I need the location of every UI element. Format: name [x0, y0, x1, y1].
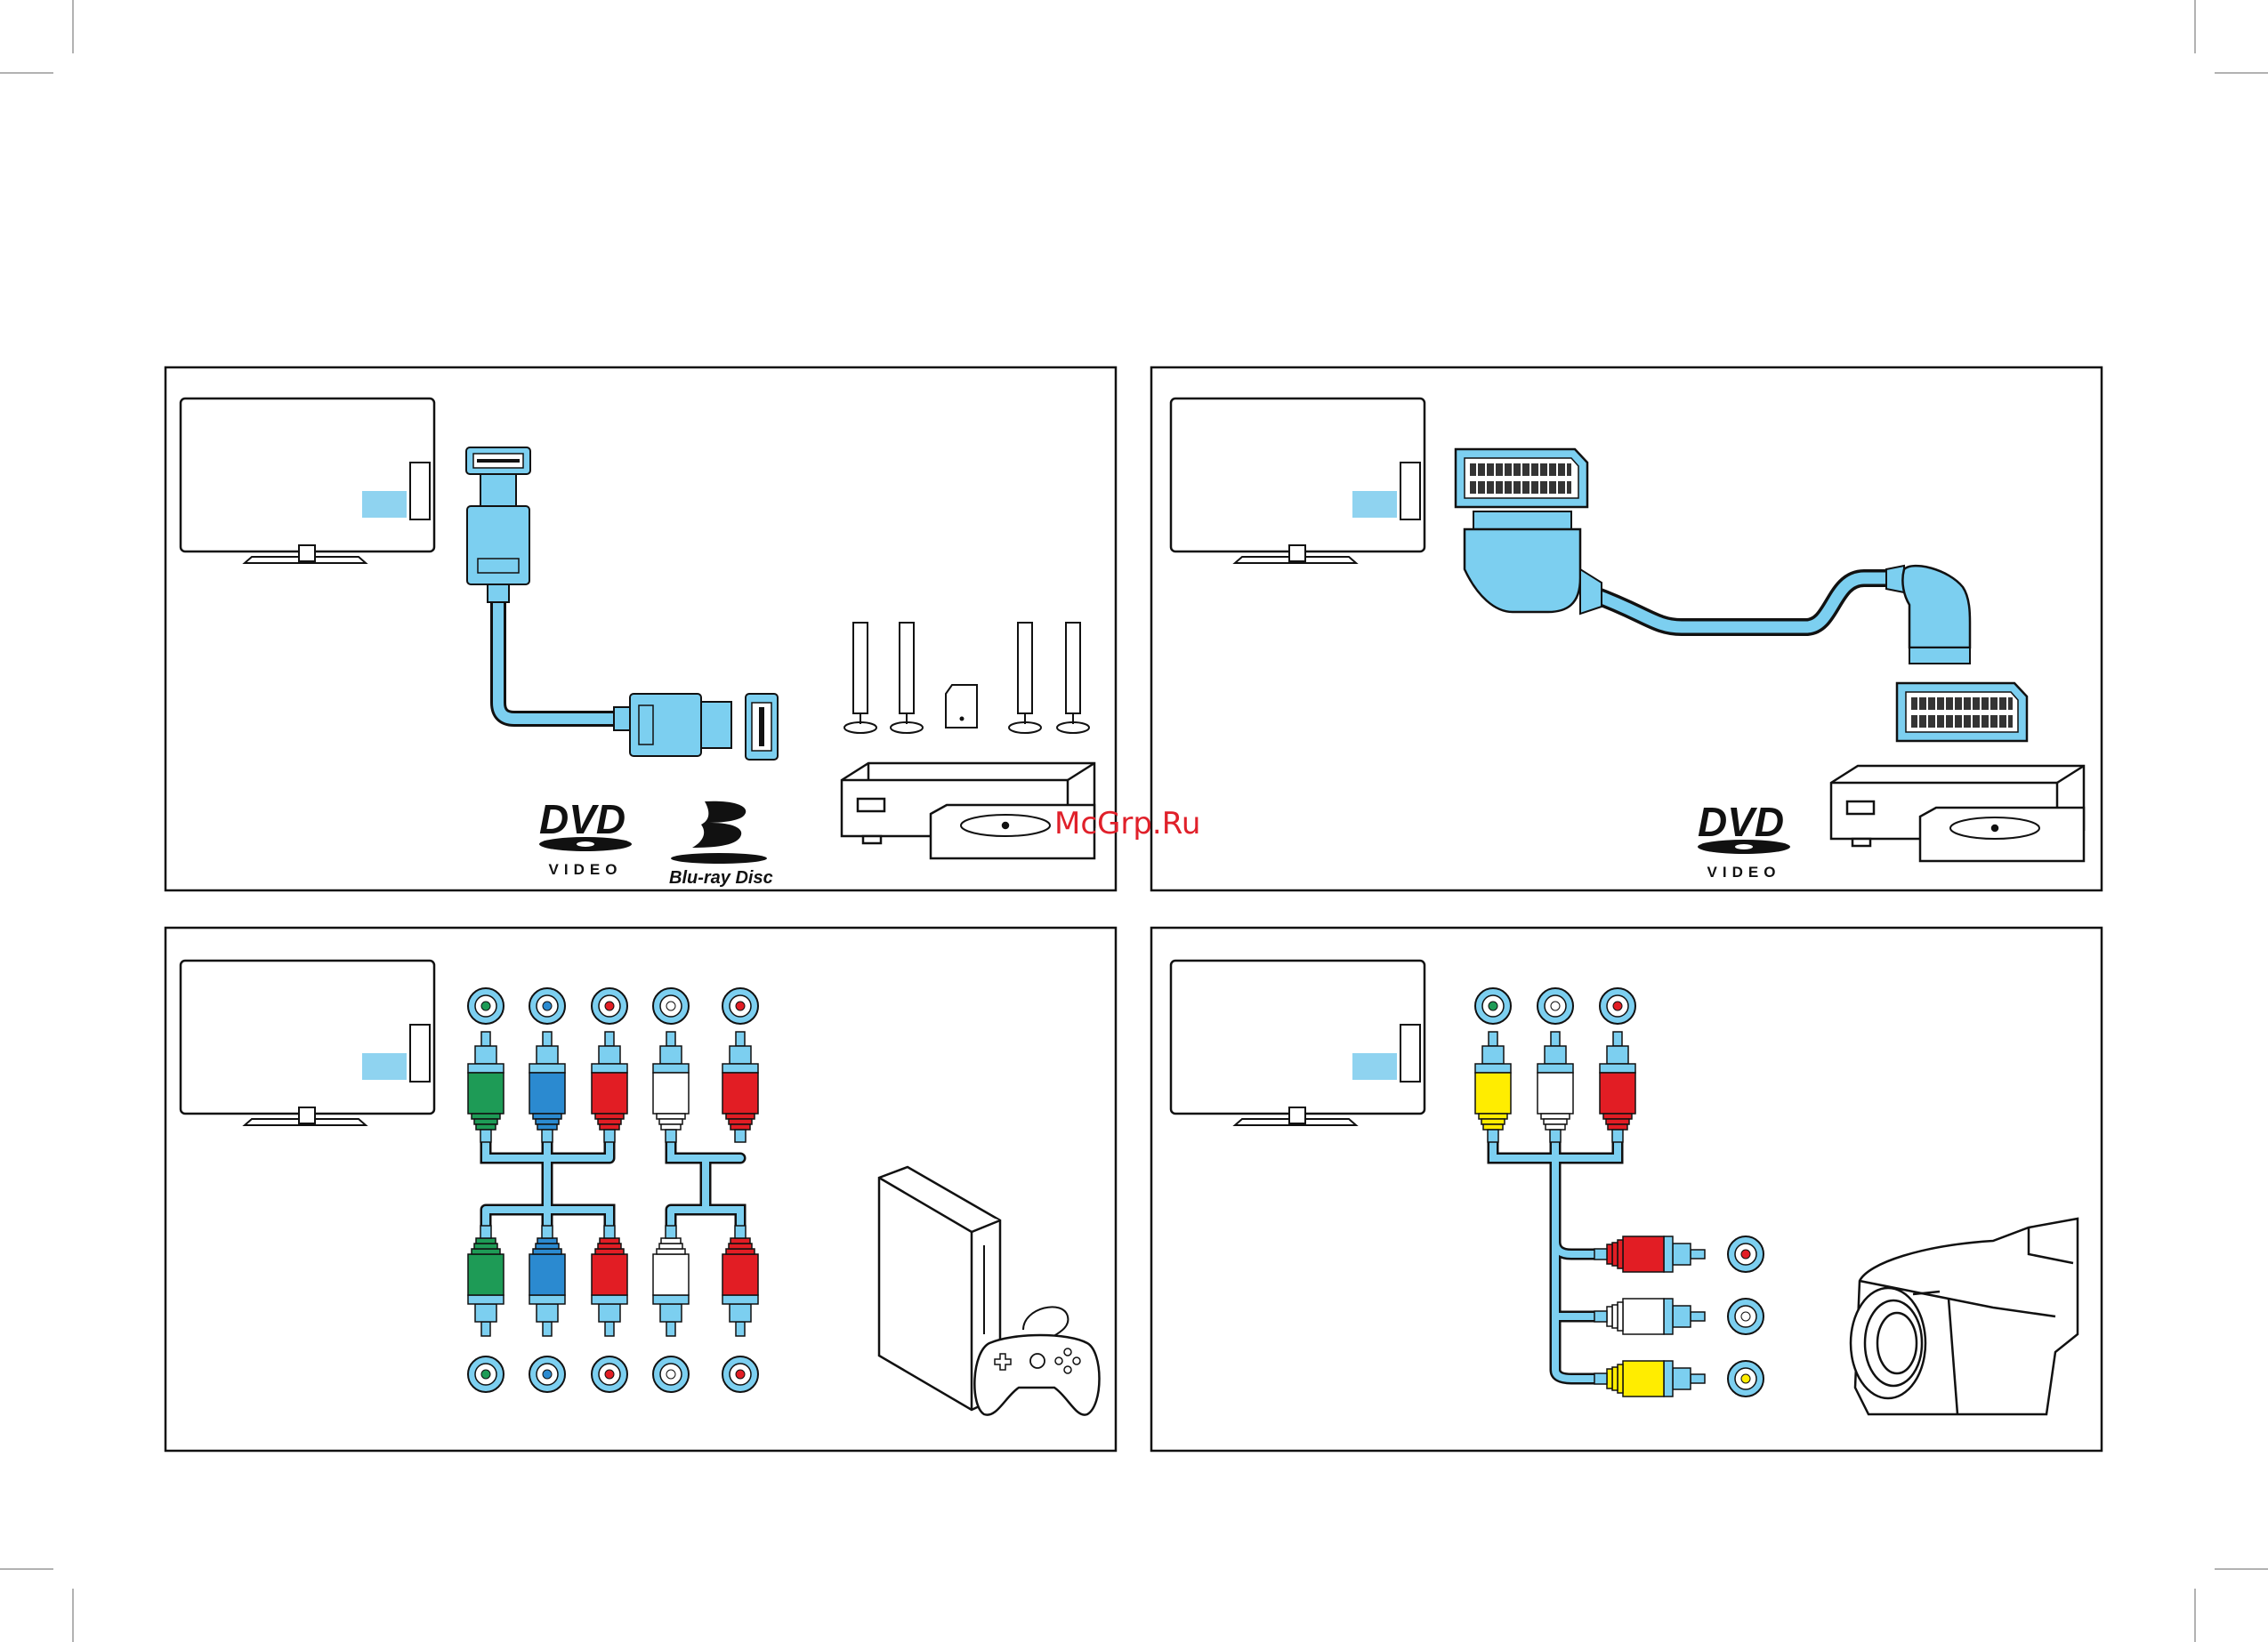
rca-socket-icon [592, 1356, 627, 1392]
hdmi-plug-icon [614, 694, 731, 756]
dvd-logo-text: DVD [1698, 799, 1784, 845]
rca-socket-icon [722, 1356, 758, 1392]
tv-icon [1171, 398, 1425, 563]
rca-socket-icon [1600, 988, 1635, 1024]
rca-socket-icon [1728, 1236, 1764, 1272]
subwoofer-icon [946, 685, 977, 728]
bluray-logo-text: Blu-ray Disc [669, 868, 773, 888]
scart-socket-icon [1897, 683, 2027, 741]
panel-composite [1151, 928, 2102, 1451]
rca-socket-icon [529, 1356, 565, 1392]
watermark: McGrp.Ru [1054, 806, 1200, 841]
rca-socket-icon [468, 1356, 504, 1392]
rca-socket-icon [653, 1356, 689, 1392]
dvd-video-logo: DVD VIDEO [539, 796, 632, 878]
dvd-video-logo: DVD VIDEO [1698, 799, 1790, 881]
rca-socket-icon [653, 988, 689, 1024]
rca-socket-icon [529, 988, 565, 1024]
scart-socket-icon [1456, 449, 1587, 507]
tv-icon [1171, 961, 1425, 1125]
tv-icon [181, 961, 434, 1125]
rca-socket-icon [722, 988, 758, 1024]
dvd-logo-subtext: VIDEO [549, 861, 623, 878]
rca-socket-icon [468, 988, 504, 1024]
panel-component [165, 928, 1116, 1451]
rca-socket-icon [1728, 1299, 1764, 1334]
panel-hdmi: DVD VIDEO Blu-ray Disc [165, 367, 1116, 890]
rca-socket-icon [1475, 988, 1511, 1024]
hdmi-plug-icon [466, 447, 530, 602]
tv-icon [181, 398, 434, 563]
rca-socket-icon [592, 988, 627, 1024]
rca-socket-icon [1538, 988, 1573, 1024]
panel-scart: DVD VIDEO [1151, 367, 2102, 890]
dvd-logo-subtext: VIDEO [1707, 864, 1781, 881]
dvd-logo-text: DVD [539, 796, 626, 842]
rca-socket-icon [1728, 1361, 1764, 1397]
hdmi-socket-icon [746, 694, 778, 760]
dvd-player-icon [1831, 766, 2084, 861]
